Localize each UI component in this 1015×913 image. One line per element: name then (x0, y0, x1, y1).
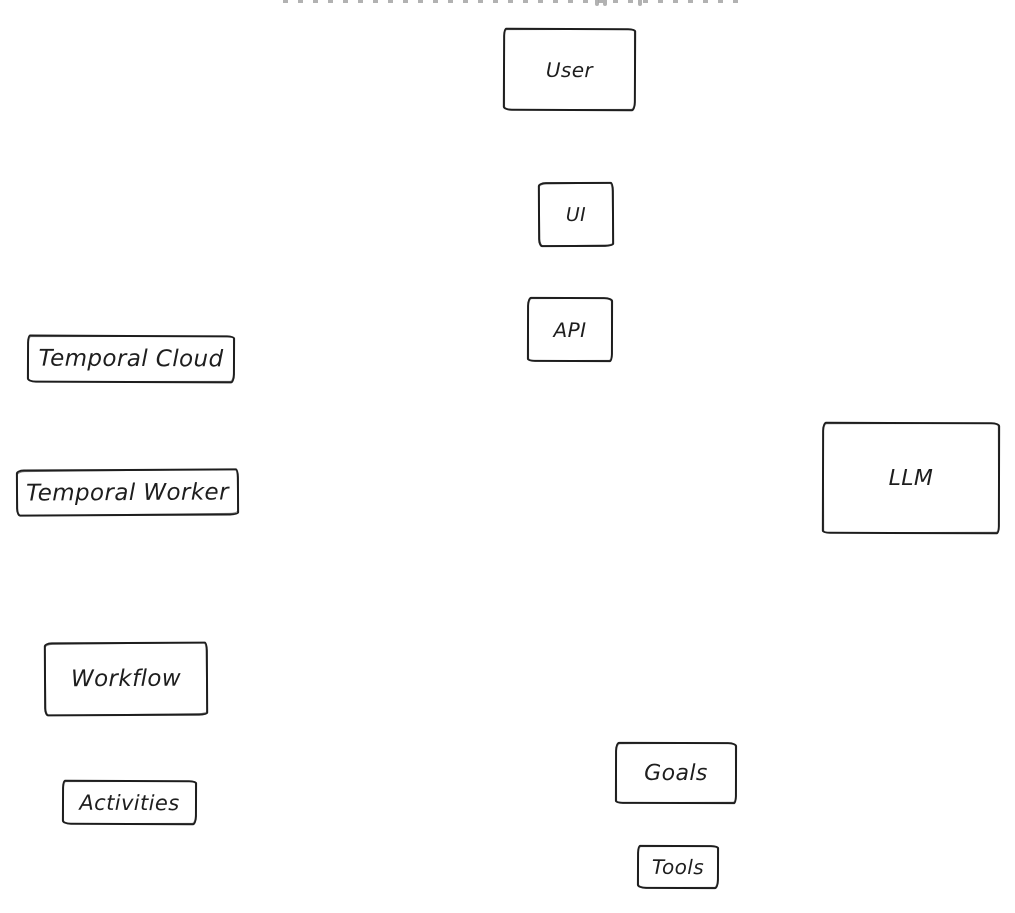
node-ui[interactable]: UI (537, 181, 615, 248)
node-activities-label: Activities (79, 790, 180, 815)
cropped-top-text-descender (603, 0, 607, 6)
node-temporal-worker-label: Temporal Worker (25, 478, 230, 507)
node-goals[interactable]: Goals (614, 741, 738, 805)
node-tools[interactable]: Tools (636, 844, 720, 890)
cropped-top-text (283, 0, 748, 3)
node-workflow[interactable]: Workflow (43, 641, 209, 717)
cropped-top-text-descender (638, 0, 642, 6)
node-temporal-worker[interactable]: Temporal Worker (15, 468, 240, 517)
node-activities[interactable]: Activities (61, 779, 198, 826)
node-ui-label: UI (565, 203, 587, 226)
node-temporal-cloud[interactable]: Temporal Cloud (26, 334, 236, 384)
cropped-top-text-descender (595, 0, 599, 6)
node-user[interactable]: User (502, 27, 637, 112)
node-api-label: API (553, 317, 587, 342)
node-llm[interactable]: LLM (821, 421, 1001, 535)
node-tools-label: Tools (651, 854, 705, 880)
node-user-label: User (545, 57, 594, 82)
node-goals-label: Goals (644, 760, 708, 786)
node-temporal-cloud-label: Temporal Cloud (38, 345, 224, 373)
node-api[interactable]: API (526, 296, 614, 363)
node-workflow-label: Workflow (70, 665, 182, 693)
node-llm-label: LLM (888, 465, 934, 491)
